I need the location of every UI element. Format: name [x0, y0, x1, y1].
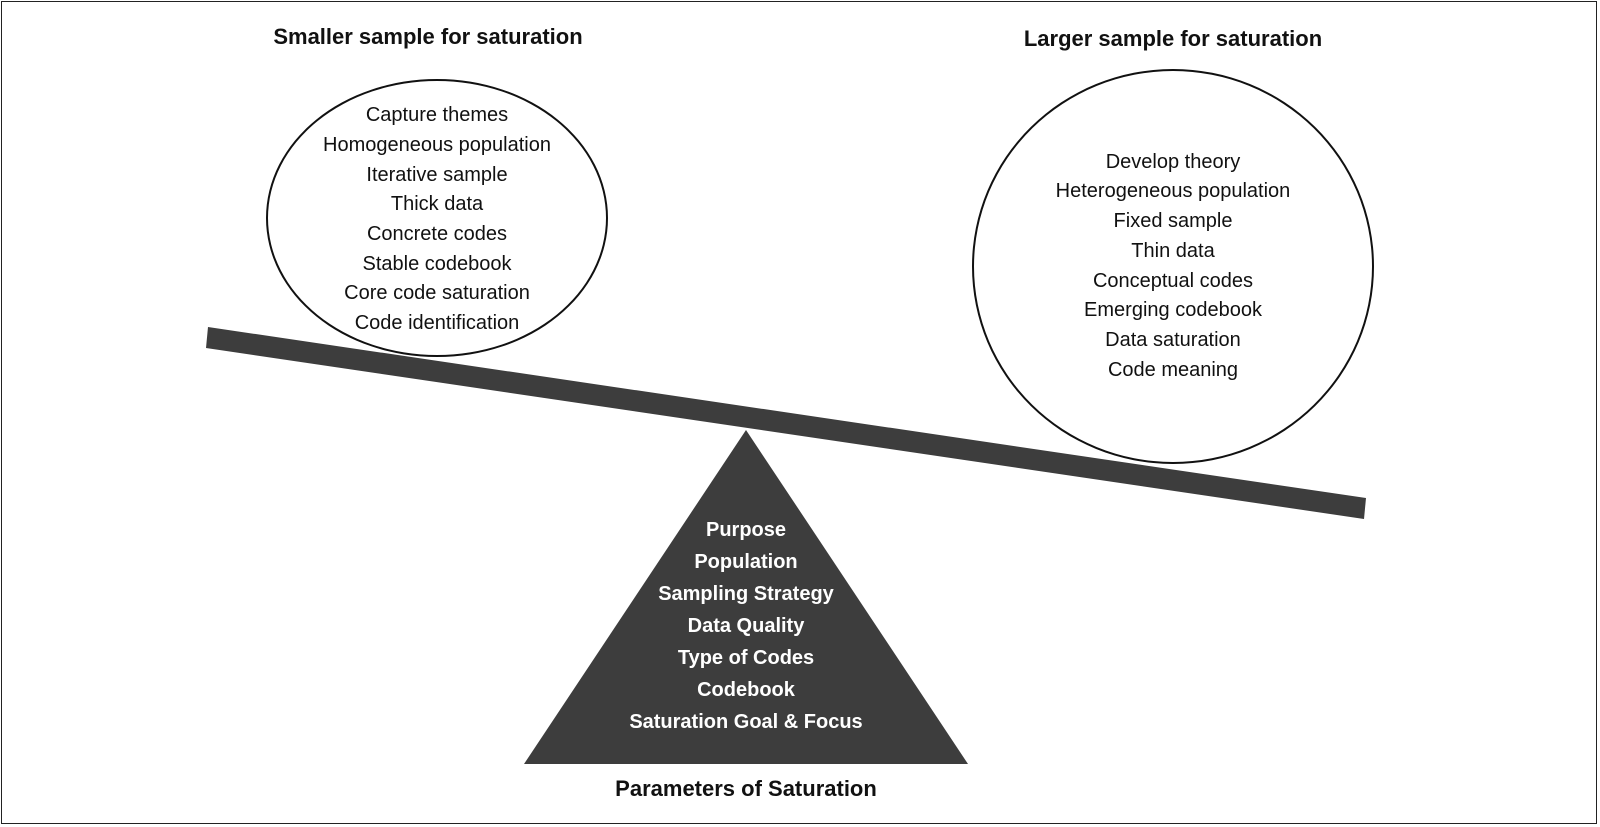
fulcrum-items: Purpose Population Sampling Strategy Dat… [546, 514, 946, 738]
right-item: Data saturation [1105, 328, 1241, 351]
left-item: Code identification [354, 312, 520, 335]
fulcrum-triangle [524, 430, 968, 764]
right-item: Code meaning [1107, 358, 1239, 381]
right-circle: Develop theory Heterogeneous population … [972, 69, 1374, 464]
right-item: Heterogeneous population [1055, 180, 1291, 203]
left-item: Iterative sample [366, 163, 508, 186]
left-circle: Capture themes Homogeneous population It… [266, 79, 608, 357]
fulcrum-item: Codebook [697, 679, 795, 701]
left-item: Homogeneous population [323, 133, 551, 156]
right-item: Emerging codebook [1084, 299, 1262, 322]
left-item: Capture themes [365, 104, 509, 127]
fulcrum-item: Type of Codes [677, 647, 815, 669]
right-item: Conceptual codes [1092, 269, 1254, 292]
fulcrum-label: Parameters of Saturation [615, 776, 877, 801]
left-item: Stable codebook [362, 252, 512, 275]
right-heading: Larger sample for saturation [1023, 26, 1323, 51]
right-item: Fixed sample [1113, 210, 1233, 233]
fulcrum-item: Purpose [705, 519, 787, 541]
fulcrum-item: Population [694, 551, 798, 573]
left-item: Concrete codes [366, 223, 508, 245]
seesaw-beam [206, 327, 1366, 519]
left-heading: Smaller sample for saturation [273, 24, 583, 49]
fulcrum-item: Sampling Strategy [658, 583, 834, 605]
fulcrum-item: Data Quality [687, 615, 805, 637]
right-item: Develop theory [1105, 150, 1241, 173]
fulcrum-item: Saturation Goal & Focus [629, 711, 863, 733]
left-item: Thick data [390, 193, 484, 216]
right-item: Thin data [1131, 239, 1215, 262]
left-item: Core code saturation [344, 282, 530, 305]
